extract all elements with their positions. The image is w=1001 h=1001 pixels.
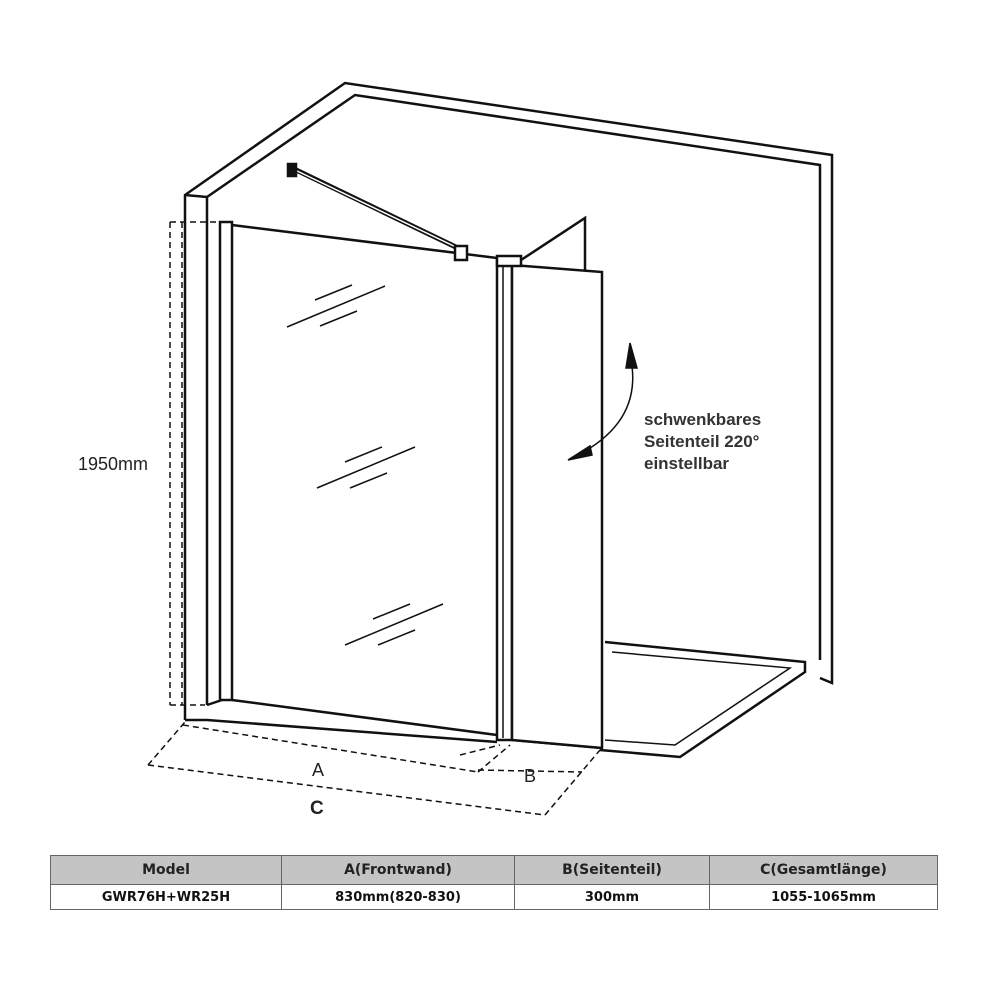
cell-b: 300mm [514, 884, 710, 910]
wall [183, 81, 834, 720]
height-dimension-label: 1950mm [78, 454, 149, 474]
swivel-note: schwenkbares Seitenteil 220° einstellbar [644, 409, 761, 475]
note-line: Seitenteil 220° [644, 432, 760, 451]
header-b: B(Seitenteil) [514, 855, 710, 885]
dimension-c-label: C [310, 798, 324, 819]
header-model: Model [50, 855, 282, 885]
cell-model: GWR76H+WR25H [50, 884, 282, 910]
front-glass-panel [218, 220, 514, 742]
glass-reflection [286, 284, 444, 646]
dimension-lines [147, 221, 601, 816]
header-c: C(Gesamtlänge) [709, 855, 938, 885]
note-line: einstellbar [644, 454, 730, 473]
rotation-arrow [567, 342, 638, 461]
table-row: GWR76H+WR25H 830mm(820-830) 300mm 1055-1… [50, 884, 938, 910]
stabilizer-bar [286, 162, 469, 262]
table-header-row: Model A(Frontwand) B(Seitenteil) C(Gesam… [50, 855, 938, 885]
side-panel [495, 215, 604, 750]
dimension-a-label: A [312, 760, 325, 780]
cell-c: 1055-1065mm [709, 884, 938, 910]
note-line: schwenkbares [644, 410, 762, 429]
shower-tray [599, 640, 807, 759]
header-a: A(Frontwand) [281, 855, 515, 885]
dimensions-table: Model A(Frontwand) B(Seitenteil) C(Gesam… [50, 855, 938, 910]
cell-a: 830mm(820-830) [281, 884, 515, 910]
dimension-b-label: B [524, 766, 537, 786]
